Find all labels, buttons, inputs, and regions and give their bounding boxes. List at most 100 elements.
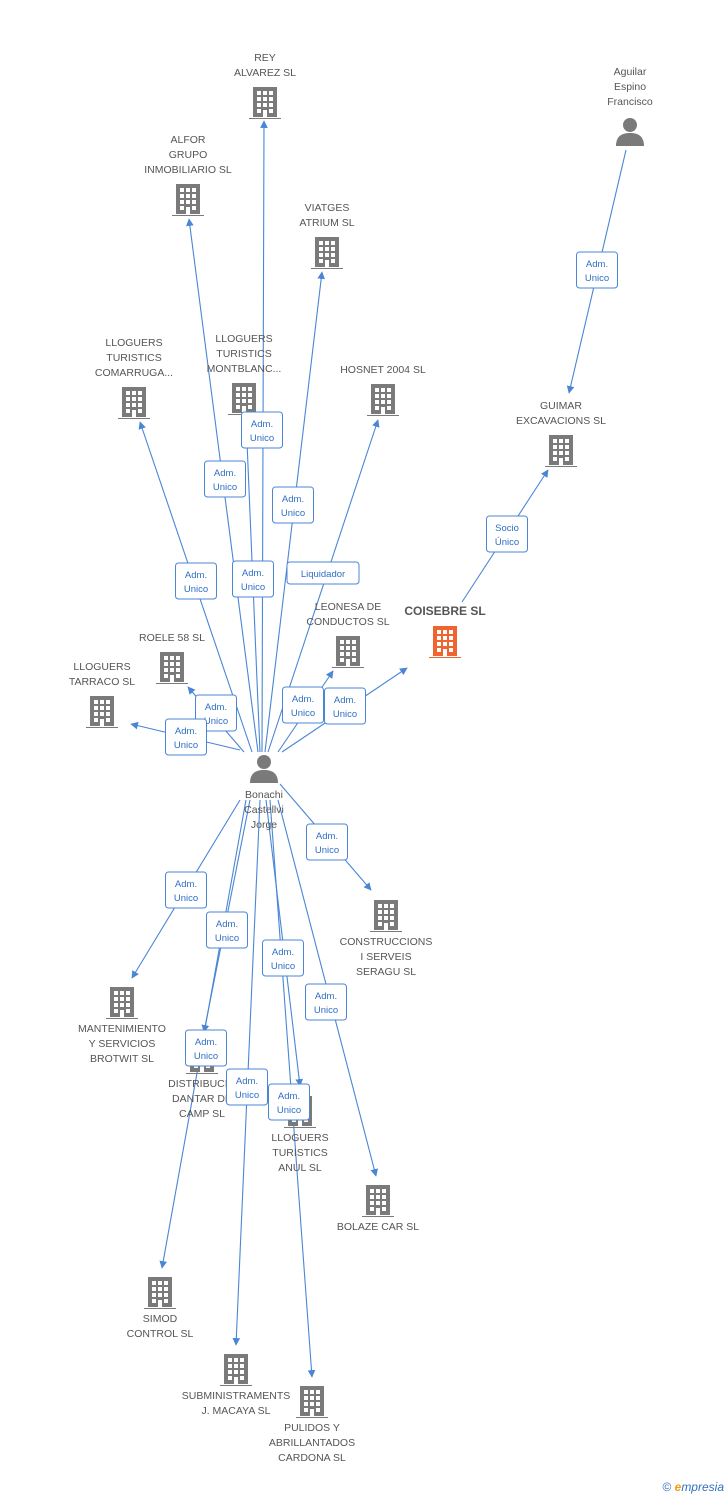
edge-label-text: Unico [585,273,609,284]
edge-label-text: Unico [250,433,274,444]
edge-label-bonachi-to-viatges[interactable]: Adm.Unico [272,486,314,524]
edge-label-text: Adm. [586,259,608,270]
edge-label-bonachi-to-montblanc[interactable]: Adm.Unico [232,560,274,598]
node-label: Castellvi [244,804,284,816]
building-icon [220,1354,252,1386]
building-icon [144,1277,176,1309]
edge-label-bonachi-to-bolaze[interactable]: Adm.Unico [305,983,347,1021]
node-label: CONSTRUCCIONS [340,936,433,948]
edge-label-box [226,1068,268,1106]
edge-label-text: Adm. [251,419,273,430]
edge-label-text: Unico [277,1105,301,1116]
edge-label-text: Unico [184,584,208,595]
edge-label-box [576,251,618,289]
brand-initial: e [674,1480,682,1494]
node-label: ALFOR [170,134,205,146]
edge-label-bonachi-to-tarraco[interactable]: Adm.Unico [165,718,207,756]
edge-label-bonachi-to-cardona[interactable]: Adm. Unico [268,1083,310,1121]
edge-label-bonachi-to-comarruga[interactable]: Adm.Unico [175,562,217,600]
building-icon [429,626,461,658]
edge-label-box [165,871,207,909]
node-label: BOLAZE CAR SL [337,1221,419,1233]
building-icon [370,900,402,932]
edge-label-bonachi-to-seragu[interactable]: Adm.Unico [306,823,348,861]
edge-label-box [324,687,366,725]
edge-label-box [232,560,274,598]
node-label: LLOGUERS [105,337,162,349]
node-label: ABRILLANTADOS [269,1437,355,1449]
edge-label-bonachi-to-hosnet[interactable]: Liquidador [286,561,360,585]
edge-label-bonachi-to-leonesa[interactable]: Adm.Unico [282,686,324,724]
edge-label-bonachi-to-macaya[interactable]: Adm.Unico [226,1068,268,1106]
edge-label-text: Adm. [214,468,236,479]
edge-label-bonachi-to-anul[interactable]: Adm.Unico [262,939,304,977]
edge-label-aguilar-to-guimar[interactable]: Adm. Unico [576,251,618,289]
node-label: REY [254,52,276,64]
edge-label-bonachi-to-dantar[interactable]: Adm.Unico [206,911,248,949]
edge-label-text: Adm. [315,991,337,1002]
edge-label-box [282,686,324,724]
node-label: CONDUCTOS SL [306,616,389,628]
node-label: ANUL SL [278,1162,322,1174]
person-icon [250,755,278,783]
copyright-symbol: © [662,1480,672,1494]
empresia-logo[interactable]: empresia [675,1480,724,1494]
edge-label-bonachi-to-coisebre[interactable]: Adm.Unico [324,687,366,725]
building-icon [362,1185,394,1217]
node-label: Bonachi [245,789,283,801]
node-label: TARRACO SL [69,676,135,688]
edge-label-bonachi-to-alfor[interactable]: Adm.Unico [204,460,246,498]
edge-label-text: Adm. [278,1091,300,1102]
node-rey[interactable]: REY ALVAREZ SL [234,52,296,119]
node-comarruga[interactable]: LLOGUERSTURISTICSCOMARRUGA... [95,337,173,419]
nodes-layer: BonachiCastellviJorgeAguilarEspinoFranci… [69,52,653,1464]
edge-label-bonachi-to-simod[interactable]: Adm.Unico [185,1029,227,1067]
node-hosnet[interactable]: HOSNET 2004 SL [340,364,426,416]
edge-label-box [486,515,528,553]
node-label: PULIDOS Y [284,1422,340,1434]
node-label: TURISTICS [106,352,161,364]
person-icon [616,118,644,146]
node-roele[interactable]: ROELE 58 SL [139,632,205,684]
building-icon [228,383,260,415]
edge-label-box [305,983,347,1021]
edge-label-box [262,939,304,977]
edge-label-text: Adm. [175,879,197,890]
edge-label-text: Adm. [316,831,338,842]
edge-label-text: Unico [204,716,228,727]
building-icon [86,696,118,728]
edge-label-bonachi-to-rey[interactable]: Adm. Unico [241,411,283,449]
node-label: ALVAREZ SL [234,67,296,79]
node-label: Y SERVICIOS [89,1038,156,1050]
edge-label-text: Unico [241,582,265,593]
edge-label-text: Adm. [195,1037,217,1048]
building-icon [367,384,399,416]
edge-label-box [272,486,314,524]
edge-label-box [204,460,246,498]
node-label: COISEBRE SL [404,604,485,618]
edge-label-text: Adm. [272,947,294,958]
building-icon [249,87,281,119]
edge-label-bonachi-to-brotwit[interactable]: Adm.Unico [165,871,207,909]
node-bolaze[interactable]: BOLAZE CAR SL [337,1185,419,1233]
edge-label-text: Unico [215,933,239,944]
edge-label-box [241,411,283,449]
node-coisebre[interactable]: COISEBRE SL [404,604,486,658]
node-montblanc[interactable]: LLOGUERSTURISTICSMONTBLANC... [207,333,282,415]
